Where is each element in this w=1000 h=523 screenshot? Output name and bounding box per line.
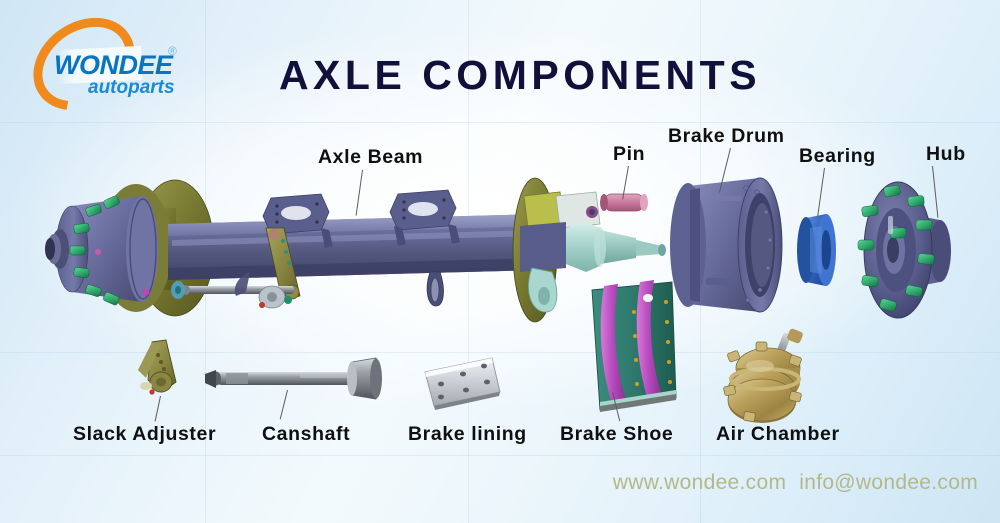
registered-trademark-icon: ® bbox=[168, 44, 177, 58]
label-air-chamber: Air Chamber bbox=[716, 423, 840, 445]
email-text: info@wondee.com bbox=[799, 471, 978, 494]
wondee-logo: WONDEE autoparts ® bbox=[22, 18, 207, 106]
canshaft-part bbox=[205, 357, 382, 400]
logo-tagline: autoparts bbox=[88, 77, 175, 98]
label-axle-beam: Axle Beam bbox=[318, 146, 424, 168]
air-chamber-part bbox=[723, 328, 803, 423]
label-brake-shoe: Brake Shoe bbox=[560, 423, 674, 445]
label-slack-adjuster: Slack Adjuster bbox=[73, 423, 217, 445]
label-bearing: Bearing bbox=[799, 145, 876, 167]
spring-seat-brackets bbox=[262, 189, 460, 250]
brake-lining-part bbox=[424, 357, 501, 410]
hub-part bbox=[857, 181, 951, 319]
axle-beam-part bbox=[168, 214, 540, 280]
pin-part bbox=[600, 193, 648, 212]
bearing-part bbox=[797, 214, 836, 286]
page-title: AXLE COMPONENTS bbox=[278, 52, 762, 98]
spindle-assembly bbox=[512, 177, 666, 323]
label-pin: Pin bbox=[613, 143, 646, 165]
website-text: www.wondee.com bbox=[612, 471, 787, 494]
brake-drum-part bbox=[670, 177, 783, 313]
label-brake-lining: Brake lining bbox=[408, 423, 527, 445]
backdrop-seam bbox=[0, 122, 1000, 123]
label-hub: Hub bbox=[926, 143, 966, 165]
brake-shoe-part bbox=[591, 280, 677, 412]
slack-adjuster-part bbox=[138, 339, 177, 395]
logo-wordmark: WONDEE bbox=[54, 50, 173, 80]
footer-contact: www.wondee.com info@wondee.com bbox=[613, 471, 978, 495]
wheel-studs-left bbox=[69, 195, 120, 306]
slack-adjuster-installed bbox=[171, 227, 301, 309]
label-canshaft: Canshaft bbox=[262, 423, 351, 445]
backdrop-seam bbox=[0, 352, 1000, 353]
backdrop-seam bbox=[0, 455, 1000, 456]
label-brake-drum: Brake Drum bbox=[668, 125, 785, 147]
